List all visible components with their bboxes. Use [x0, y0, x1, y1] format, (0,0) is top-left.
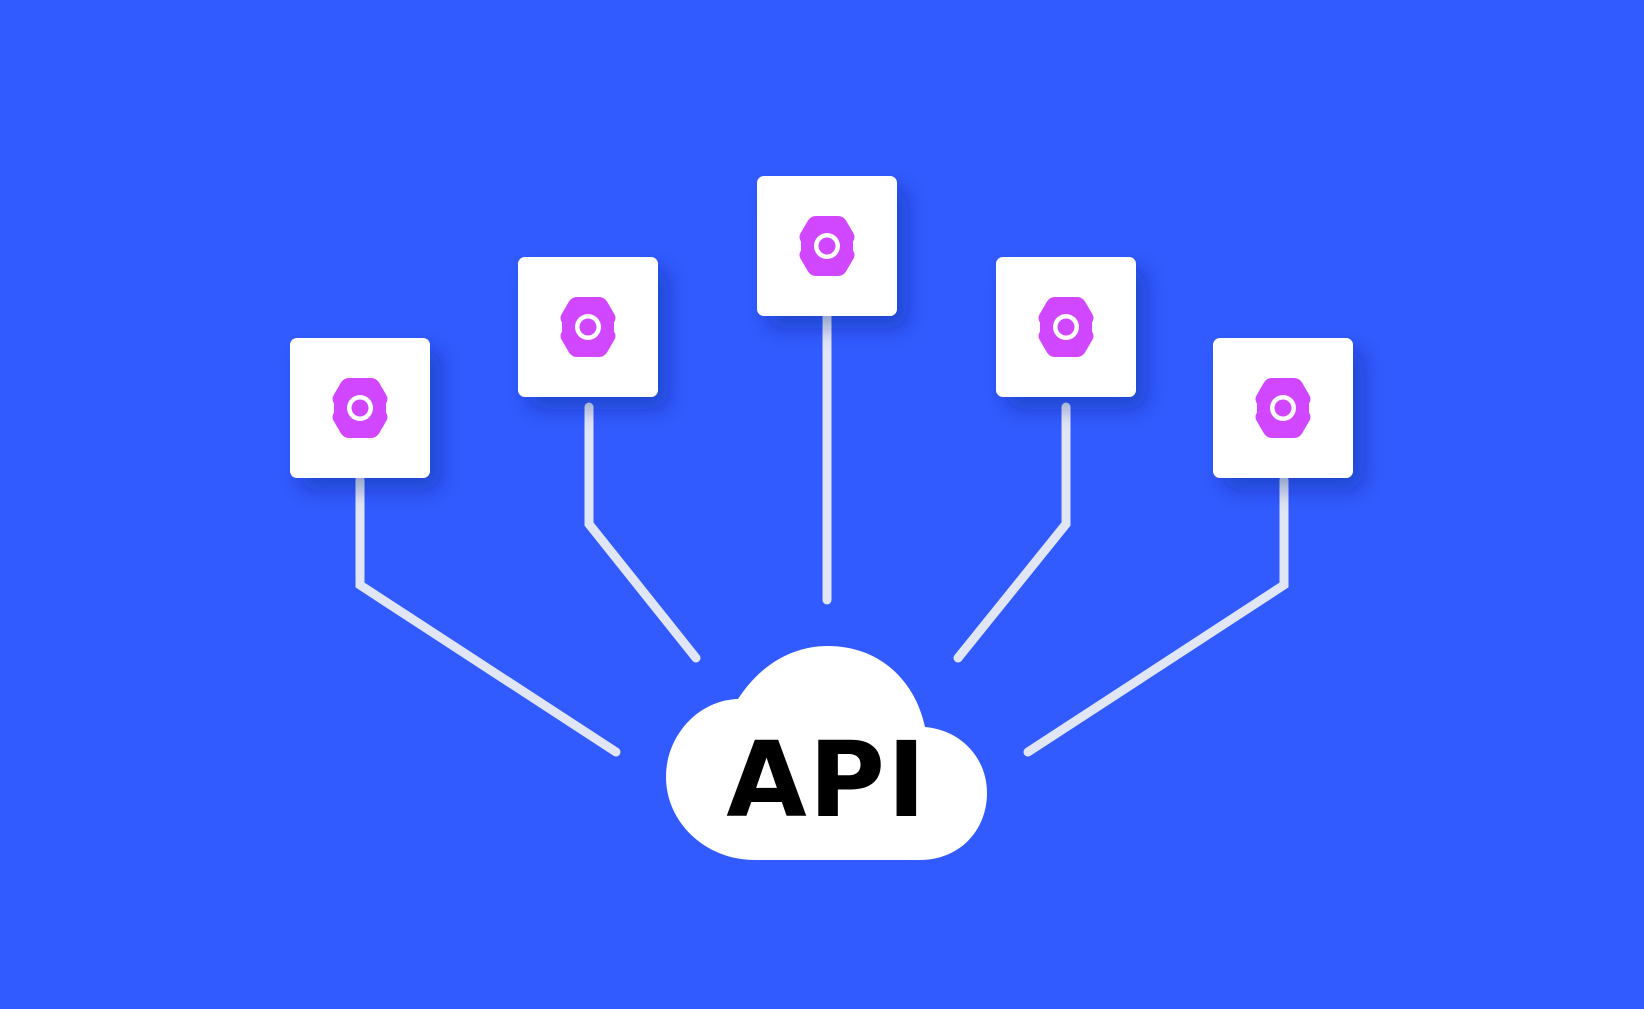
connector-lines: [355, 312, 1289, 757]
connector-line-2: [584, 402, 701, 663]
api-hub: API: [666, 646, 987, 860]
connector-line-4: [953, 402, 1071, 663]
service-node-3: [757, 176, 897, 316]
connector-line-1: [355, 475, 621, 757]
service-nodes: [290, 176, 1353, 478]
gear-icon: [332, 378, 388, 438]
connector-line-5: [1023, 475, 1289, 757]
gear-icon: [1255, 378, 1311, 438]
service-node-2: [518, 257, 658, 397]
api-label: API: [726, 719, 927, 841]
gear-icon: [560, 297, 616, 357]
service-node-5: [1213, 338, 1353, 478]
gear-icon: [1038, 297, 1094, 357]
cloud-icon: [666, 646, 987, 860]
service-node-1: [290, 338, 430, 478]
service-node-4: [996, 257, 1136, 397]
gear-icon: [799, 216, 855, 276]
